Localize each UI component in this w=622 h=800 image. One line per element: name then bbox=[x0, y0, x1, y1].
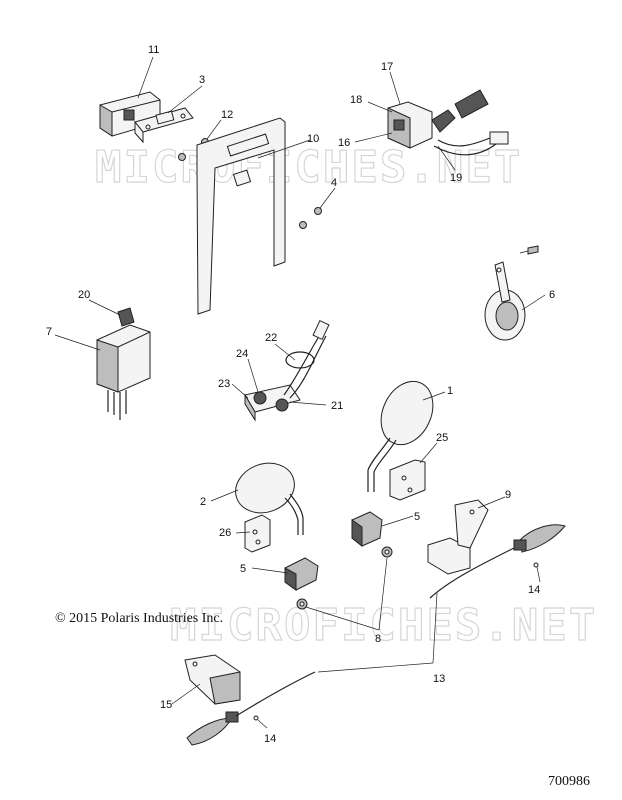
callout-15: 15 bbox=[160, 699, 172, 711]
callout-26: 26 bbox=[219, 527, 231, 539]
callout-16: 16 bbox=[338, 137, 350, 149]
callout-25: 25 bbox=[436, 432, 448, 444]
part-9-signal-bracket bbox=[427, 499, 489, 575]
part-8-nut bbox=[296, 546, 393, 610]
part-5-clamp-upper bbox=[351, 511, 383, 548]
part-3-bezel-plate bbox=[134, 107, 194, 144]
part-17-combination-switch bbox=[387, 89, 509, 156]
callout-12: 12 bbox=[221, 109, 233, 121]
part-5-clamp-lower bbox=[284, 557, 319, 591]
part-4-nut bbox=[299, 207, 322, 229]
callout-14-right: 14 bbox=[528, 584, 540, 596]
callout-5-lower: 5 bbox=[240, 563, 246, 575]
part-2-mirror-left bbox=[235, 462, 304, 535]
watermark-bottom: MICROFICHES.NET bbox=[170, 600, 597, 651]
part-13-turn-signal-right bbox=[429, 524, 566, 599]
part-25-bracket bbox=[389, 459, 426, 501]
callout-19: 19 bbox=[450, 172, 462, 184]
callout-7: 7 bbox=[46, 326, 52, 338]
part-1-mirror-right bbox=[367, 380, 434, 492]
callout-3: 3 bbox=[199, 74, 205, 86]
callout-13: 13 bbox=[433, 673, 445, 685]
document-id: 700986 bbox=[548, 774, 590, 789]
part-21-fuse-holder bbox=[244, 319, 330, 422]
callout-8: 8 bbox=[375, 633, 381, 645]
callout-11: 11 bbox=[148, 44, 159, 56]
callout-4: 4 bbox=[331, 177, 337, 189]
callout-10: 10 bbox=[307, 133, 319, 145]
callout-9: 9 bbox=[505, 489, 511, 501]
callout-1: 1 bbox=[447, 385, 453, 397]
watermark-top: MICROFICHES.NET bbox=[95, 142, 522, 193]
part-6-horn bbox=[484, 245, 539, 341]
callout-22: 22 bbox=[265, 332, 277, 344]
part-10-mounting-plate bbox=[196, 117, 286, 315]
callout-23: 23 bbox=[218, 378, 230, 390]
callout-6: 6 bbox=[549, 289, 555, 301]
callout-21: 21 bbox=[331, 400, 343, 412]
callout-5-upper: 5 bbox=[414, 511, 420, 523]
callout-labels: 11 3 12 10 4 17 18 16 19 6 20 7 22 24 23… bbox=[46, 44, 555, 745]
callout-14-left: 14 bbox=[264, 733, 276, 745]
callout-2: 2 bbox=[200, 496, 206, 508]
leader-lines bbox=[54, 56, 546, 729]
copyright-text: © 2015 Polaris Industries Inc. bbox=[55, 611, 223, 626]
callout-20: 20 bbox=[78, 289, 90, 301]
callout-24: 24 bbox=[236, 348, 248, 360]
part-26-bracket bbox=[244, 514, 271, 553]
callout-17: 17 bbox=[381, 61, 393, 73]
part-15-signal-bracket bbox=[184, 654, 241, 705]
part-7-flasher-relay bbox=[96, 307, 151, 420]
callout-18: 18 bbox=[350, 94, 362, 106]
part-13-turn-signal-left bbox=[186, 671, 316, 746]
